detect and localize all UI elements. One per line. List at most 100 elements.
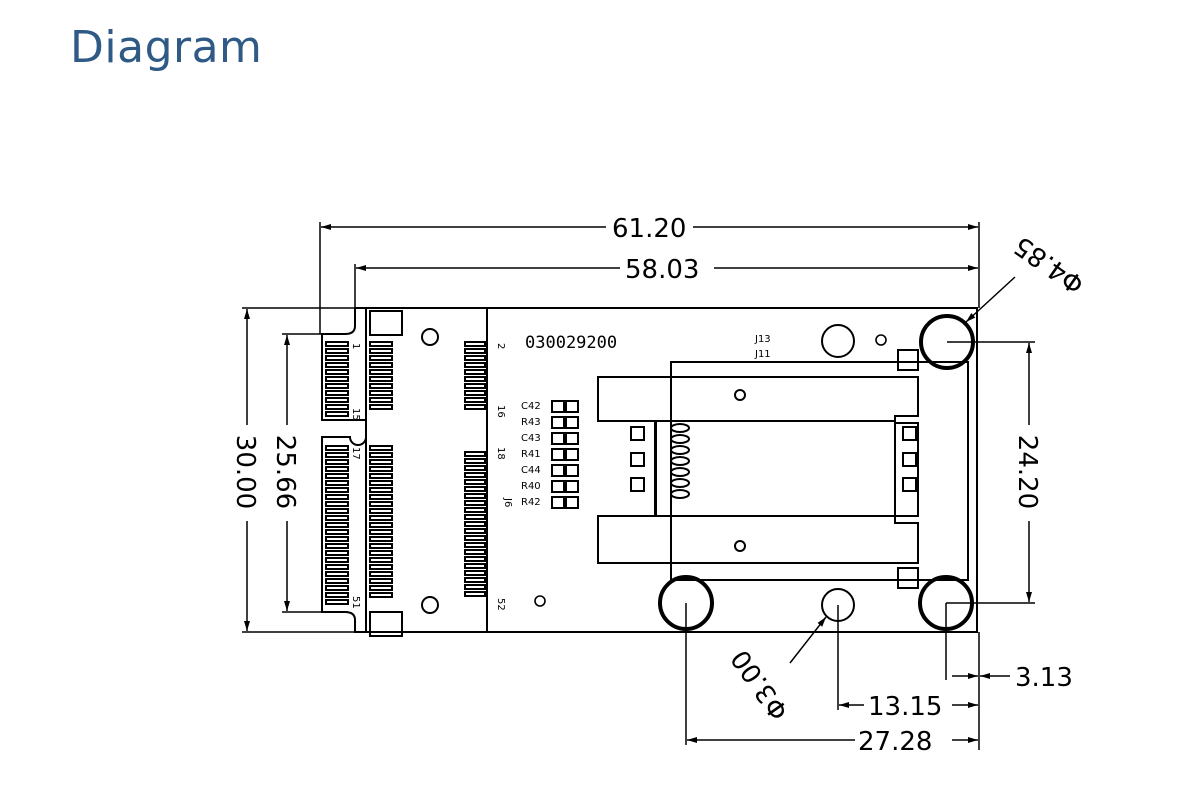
- contact-area-outline: [365, 308, 488, 632]
- contact-pad: [464, 514, 486, 520]
- contact-pad: [325, 348, 349, 354]
- contact-pad: [325, 529, 349, 535]
- contact-pad: [325, 383, 349, 389]
- contact-pad: [464, 549, 486, 555]
- dimension-lines: [242, 222, 1035, 750]
- latch-pad-top: [369, 310, 403, 336]
- contact-pad: [464, 404, 486, 410]
- contact-pad: [464, 376, 486, 382]
- dim-overall-height: 30.00: [230, 435, 260, 509]
- contact-pad: [369, 397, 393, 403]
- contact-pad: [325, 585, 349, 591]
- component-pad: [551, 464, 565, 477]
- contact-pad: [369, 390, 393, 396]
- contact-pad: [369, 564, 393, 570]
- pin-label: 52: [495, 598, 506, 611]
- contact-pad: [464, 390, 486, 396]
- contact-pad: [464, 542, 486, 548]
- socket-tab-bottom: [897, 567, 919, 589]
- pin-label: 17: [350, 447, 361, 460]
- page-title: Diagram: [70, 22, 263, 73]
- component-pad: [551, 432, 565, 445]
- contact-pad: [464, 458, 486, 464]
- contact-pad: [325, 515, 349, 521]
- contact-pad: [369, 508, 393, 514]
- contact-pad: [325, 592, 349, 598]
- contact-pad: [325, 459, 349, 465]
- component-pad: [565, 400, 579, 413]
- contact-pad: [325, 404, 349, 410]
- contact-pad: [325, 480, 349, 486]
- contact-pad: [464, 521, 486, 527]
- contact-pad: [325, 445, 349, 451]
- contact-pad: [325, 369, 349, 375]
- dim-hole-offset-2: 27.28: [858, 727, 932, 757]
- socket-pin: [670, 434, 690, 444]
- contact-pad: [325, 536, 349, 542]
- card-socket: [597, 349, 969, 589]
- contact-pad: [369, 341, 393, 347]
- contact-pad: [325, 508, 349, 514]
- contact-pad: [369, 536, 393, 542]
- contact-pad: [325, 473, 349, 479]
- pin-label: 15: [350, 408, 361, 421]
- component-pad: [565, 448, 579, 461]
- contact-pad: [369, 585, 393, 591]
- component-label: R40: [521, 481, 541, 492]
- contact-pad: [369, 369, 393, 375]
- contact-pad: [369, 557, 393, 563]
- contact-pad: [464, 472, 486, 478]
- contact-pad: [369, 466, 393, 472]
- contact-pad: [369, 529, 393, 535]
- contact-pad: [464, 535, 486, 541]
- contact-pad: [464, 563, 486, 569]
- contact-pad: [325, 397, 349, 403]
- dim-hole-offset-1: 13.15: [868, 692, 942, 722]
- jumper-label-j11: J11: [754, 349, 771, 360]
- contact-pad: [464, 369, 486, 375]
- socket-pin: [670, 445, 690, 455]
- contact-pad: [464, 397, 486, 403]
- mid-contacts-top: [369, 341, 393, 410]
- contact-pad: [369, 362, 393, 368]
- socket-tab-top: [897, 349, 919, 371]
- contact-pad: [369, 459, 393, 465]
- dim-large-hole: Φ4.85: [1009, 230, 1090, 300]
- socket-frame: [597, 376, 919, 564]
- contact-pad: [464, 355, 486, 361]
- board-outline: [321, 307, 978, 633]
- socket-inner: [655, 420, 896, 517]
- contact-pad: [325, 550, 349, 556]
- contact-pad: [369, 383, 393, 389]
- dim-edge-offset: 3.13: [1015, 663, 1073, 693]
- contact-pad: [464, 362, 486, 368]
- contact-pad: [464, 528, 486, 534]
- dim-overall-width: 61.20: [612, 214, 686, 244]
- contact-pad: [369, 376, 393, 382]
- component-pad: [565, 496, 579, 509]
- edge-contacts: [325, 341, 486, 605]
- contact-pad: [464, 584, 486, 590]
- socket-pin: [670, 478, 690, 488]
- component-pad: [551, 496, 565, 509]
- contact-pad: [325, 466, 349, 472]
- contact-pad: [369, 445, 393, 451]
- component-label: C42: [521, 401, 541, 412]
- contact-pad: [369, 550, 393, 556]
- contact-pad: [464, 479, 486, 485]
- contact-pad: [369, 452, 393, 458]
- dim-small-hole: Φ3.00: [726, 644, 796, 725]
- contact-pad: [464, 507, 486, 513]
- board: [321, 307, 978, 637]
- pin-label: 51: [350, 596, 361, 609]
- socket-pin: [670, 456, 690, 466]
- dim-inner-height: 25.66: [270, 435, 300, 509]
- connector-label: J6: [502, 497, 513, 507]
- contact-pad: [325, 522, 349, 528]
- right-contacts-top: [464, 341, 486, 410]
- contact-pad: [369, 480, 393, 486]
- socket-pin: [670, 489, 690, 499]
- contact-pad: [325, 390, 349, 396]
- contact-pad: [325, 341, 349, 347]
- contact-pad: [369, 348, 393, 354]
